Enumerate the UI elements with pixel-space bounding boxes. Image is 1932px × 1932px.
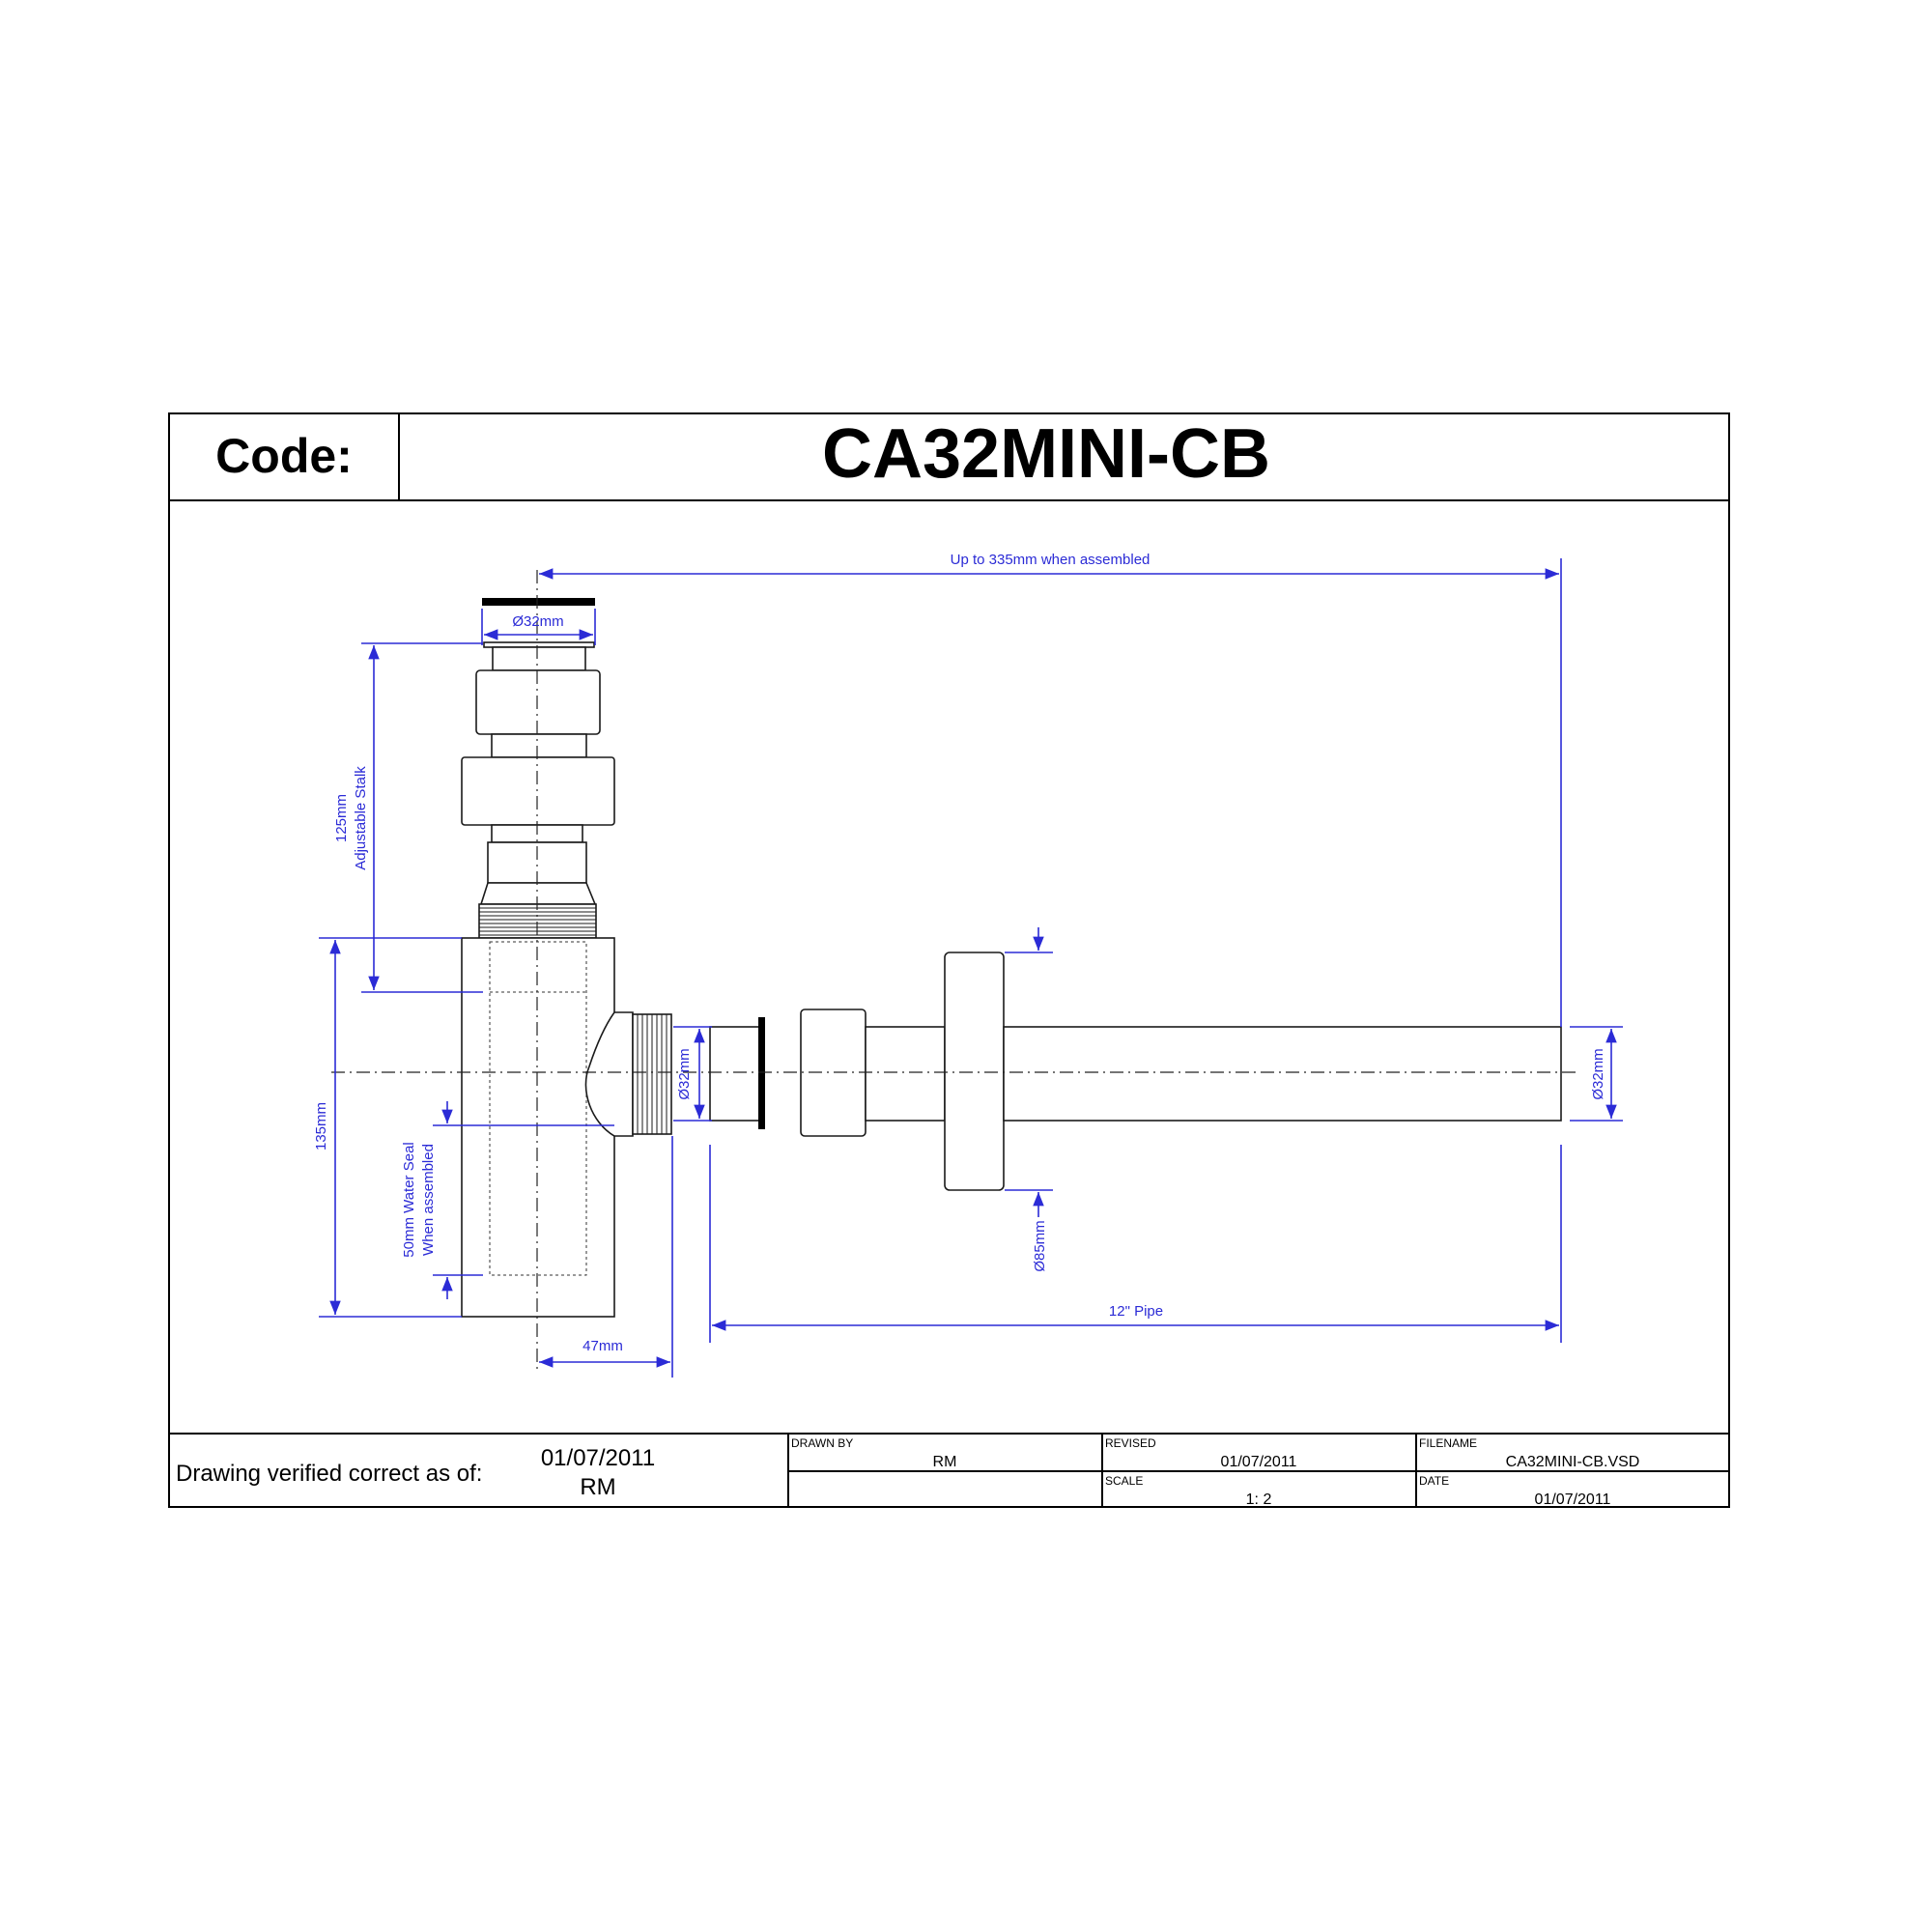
dim-pipe-length: 12" Pipe <box>1109 1303 1163 1320</box>
stalk-neck-middle <box>491 733 587 758</box>
drawn-by-value: RM <box>933 1454 957 1470</box>
code-label: Code: <box>215 429 353 483</box>
pipe-spigot <box>709 1026 761 1122</box>
title-block: Drawing verified correct as of: 01/07/20… <box>169 1433 1729 1508</box>
verified-label: Drawing verified correct as of: <box>176 1461 482 1487</box>
stalk-neck-upper <box>492 646 586 671</box>
dim-top-diameter: Ø32mm <box>512 613 563 630</box>
code-value: CA32MINI-CB <box>822 415 1270 493</box>
waste-plug-cap <box>482 598 595 606</box>
verified-date: 01/07/2011 <box>541 1445 655 1471</box>
stalk-nut-lower <box>461 756 615 826</box>
filename-value: CA32MINI-CB.VSD <box>1506 1454 1640 1470</box>
dim-stalk-label: Adjustable Stalk <box>353 766 369 870</box>
verified-by: RM <box>580 1474 615 1500</box>
wall-pipe <box>1003 1026 1562 1122</box>
stalk-taper <box>479 882 597 905</box>
date-label: DATE <box>1419 1474 1449 1488</box>
trap-body <box>461 937 615 1318</box>
filename-label: FILENAME <box>1419 1436 1477 1450</box>
header-block: Code: CA32MINI-CB <box>169 413 1729 501</box>
dim-flange-diameter: Ø85mm <box>1032 1220 1048 1271</box>
revised-value: 01/07/2011 <box>1221 1454 1297 1470</box>
dim-pipe-diameter: Ø32mm <box>1590 1048 1606 1099</box>
date-value: 01/07/2011 <box>1535 1492 1611 1508</box>
drawn-by-label: DRAWN BY <box>791 1436 853 1450</box>
dim-body-height: 135mm <box>313 1102 329 1151</box>
stalk-nut-upper <box>475 669 601 735</box>
dim-stalk-height: 125mm <box>333 794 350 842</box>
drawing-frame <box>168 412 1730 1508</box>
center-lines <box>331 570 1579 1370</box>
outlet-thread-lines <box>637 1014 668 1134</box>
pipe-seal-ring <box>758 1017 765 1129</box>
scale-label: SCALE <box>1105 1474 1143 1488</box>
scale-value: 1: 2 <box>1246 1492 1272 1508</box>
dim-water-seal-note: When assembled <box>420 1144 437 1256</box>
dim-outlet-diameter: Ø32mm <box>676 1048 693 1099</box>
dip-tube-hidden <box>489 941 587 1276</box>
dim-water-seal: 50mm Water Seal <box>401 1142 417 1257</box>
wall-flange <box>944 952 1005 1191</box>
pipe-short-section <box>865 1026 946 1122</box>
dim-offset: 47mm <box>582 1338 623 1354</box>
outlet-spigot <box>584 1011 634 1137</box>
bottle-trap <box>461 598 672 1318</box>
revised-label: REVISED <box>1105 1436 1156 1450</box>
pipe-assembly <box>709 952 1562 1191</box>
dim-assembled-length: Up to 335mm when assembled <box>951 552 1151 568</box>
dimension-lines: Up to 335mm when assembled Ø32mm 125mm A… <box>313 552 1623 1378</box>
